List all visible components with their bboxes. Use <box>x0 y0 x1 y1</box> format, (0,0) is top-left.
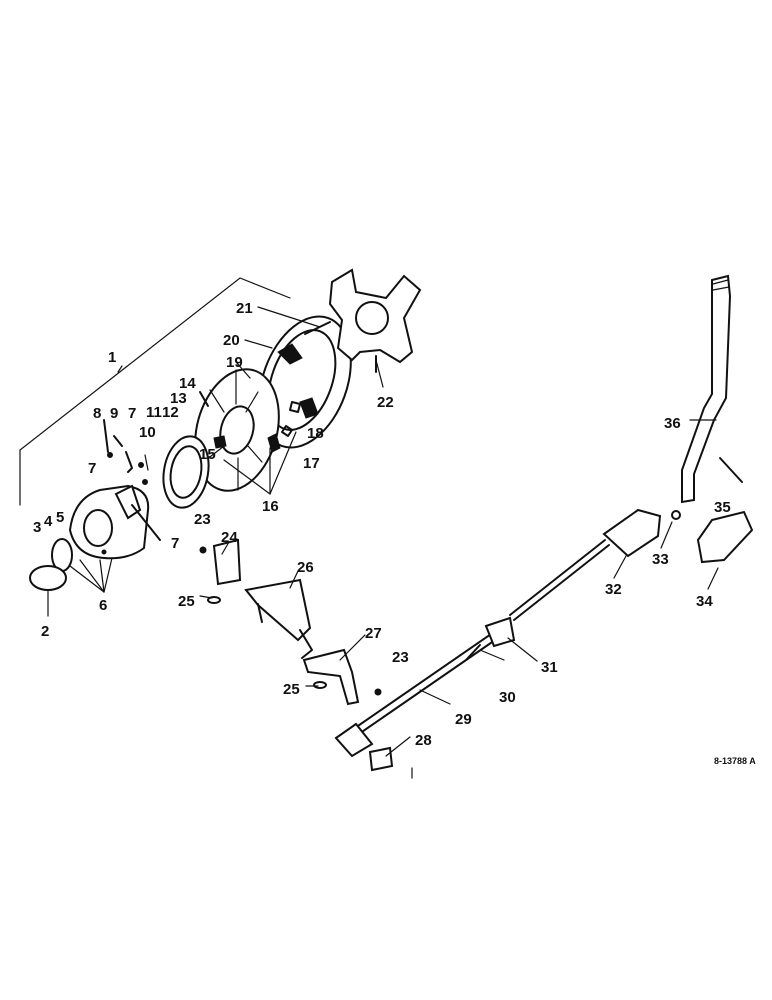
clutch-rod-part <box>334 616 516 772</box>
seal-rings-part <box>29 538 73 591</box>
callout-10: 10 <box>139 424 156 441</box>
callout-30: 30 <box>499 689 516 706</box>
clutch-disc-part <box>194 368 281 492</box>
bearing-ring-part <box>162 435 210 509</box>
callout-9: 9 <box>110 405 118 422</box>
callout-26: 26 <box>297 559 314 576</box>
callout-7-lever: 7 <box>171 535 179 552</box>
callout-3: 3 <box>33 519 41 536</box>
callout-14: 14 <box>179 375 196 392</box>
leader-lines <box>47 306 719 757</box>
callout-8: 8 <box>93 405 101 422</box>
drawing-code: 8-13788 A <box>714 756 756 766</box>
release-lever-part <box>302 648 360 706</box>
callout-35: 35 <box>714 499 731 516</box>
callout-6: 6 <box>99 597 107 614</box>
callout-labels: 1 2 3 4 5 6 7 7 7 8 9 10 11 12 13 14 15 … <box>33 300 731 749</box>
callout-18: 18 <box>307 425 324 442</box>
small-hardware-part <box>103 321 331 485</box>
callout-32: 32 <box>605 581 622 598</box>
callout-23-right: 23 <box>392 649 409 666</box>
callout-25-lower: 25 <box>283 681 300 698</box>
callout-19: 19 <box>226 354 243 371</box>
callout-15: 15 <box>199 446 216 463</box>
callout-23-left: 23 <box>194 511 211 528</box>
assembly-bracket <box>19 277 291 506</box>
callout-24: 24 <box>221 529 238 546</box>
callout-21: 21 <box>236 300 253 317</box>
callout-36: 36 <box>664 415 681 432</box>
callout-16: 16 <box>262 498 279 515</box>
callout-31: 31 <box>541 659 558 676</box>
cross-shaft-part <box>244 578 313 659</box>
callout-20: 20 <box>223 332 240 349</box>
pin-part <box>199 538 382 696</box>
callout-29: 29 <box>455 711 472 728</box>
callout-33: 33 <box>652 551 669 568</box>
adjusting-rod-part <box>465 539 610 661</box>
callout-7-housing: 7 <box>88 460 96 477</box>
callout-5: 5 <box>56 509 64 526</box>
callout-34: 34 <box>696 593 713 610</box>
callout-2: 2 <box>41 623 49 640</box>
callout-22: 22 <box>377 394 394 411</box>
callout-28: 28 <box>415 732 432 749</box>
callout-13: 13 <box>170 390 187 407</box>
linkage-part <box>671 457 754 564</box>
callout-17: 17 <box>303 455 320 472</box>
callout-7-upper: 7 <box>128 405 136 422</box>
clutch-pedal-part <box>681 274 732 504</box>
callout-1: 1 <box>108 349 116 366</box>
callout-12: 12 <box>162 404 179 421</box>
callout-4: 4 <box>44 513 53 530</box>
pressure-plate-cover-part <box>258 315 352 449</box>
callout-25-upper: 25 <box>178 593 195 610</box>
callout-11: 11 <box>146 404 162 421</box>
flywheel-plate-part <box>328 268 422 373</box>
yoke-part <box>602 508 662 558</box>
release-housing-part <box>68 484 161 560</box>
callout-27: 27 <box>365 625 382 642</box>
